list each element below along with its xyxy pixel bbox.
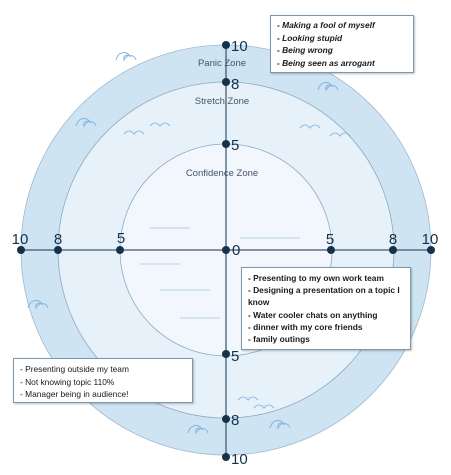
confidence-note: Presenting to my own work team (248, 272, 404, 284)
tick-bottom-5: 5 (231, 348, 239, 365)
tick-right-5: 5 (326, 231, 334, 248)
panic-note: Looking stupid (277, 32, 407, 45)
tick-left-5: 5 (117, 230, 125, 247)
tick-bottom-10: 10 (231, 451, 248, 468)
stretch-zone-notes: Presenting outside my team Not knowing t… (13, 358, 193, 403)
tick-left-10: 10 (12, 231, 29, 248)
stretch-note: Presenting outside my team (20, 363, 186, 376)
tick-left-8: 8 (54, 231, 62, 248)
confidence-dashes (140, 227, 300, 319)
panic-zone-label: Panic Zone (198, 58, 246, 69)
confidence-note-continuation: know (248, 297, 270, 308)
tick-bottom-8: 8 (231, 412, 239, 429)
tick-top-5: 5 (231, 137, 239, 154)
confidence-note: family outings (248, 333, 404, 345)
stretch-note: Not knowing topic 110% (20, 376, 186, 389)
panic-note: Making a fool of myself (277, 19, 407, 32)
axis-points (17, 41, 435, 461)
tick-top-8: 8 (231, 76, 239, 93)
stretch-zone-label: Stretch Zone (195, 96, 249, 107)
tick-right-8: 8 (389, 231, 397, 248)
confidence-zone-label: Confidence Zone (186, 168, 258, 179)
stretch-note: Manager being in audience! (20, 388, 186, 401)
confidence-note: dinner with my core friends (248, 321, 404, 333)
confidence-note: Designing a presentation on a topic I (248, 284, 404, 296)
tick-top-10: 10 (231, 38, 248, 55)
confidence-note: Water cooler chats on anything (248, 309, 404, 321)
panic-note: Being wrong (277, 44, 407, 57)
tick-right-10: 10 (422, 231, 439, 248)
confidence-zone-notes: Presenting to my own work team Designing… (241, 267, 411, 350)
panic-note: Being seen as arrogant (277, 57, 407, 70)
tick-center-0: 0 (232, 242, 240, 259)
panic-zone-notes: Making a fool of myself Looking stupid B… (270, 15, 414, 73)
